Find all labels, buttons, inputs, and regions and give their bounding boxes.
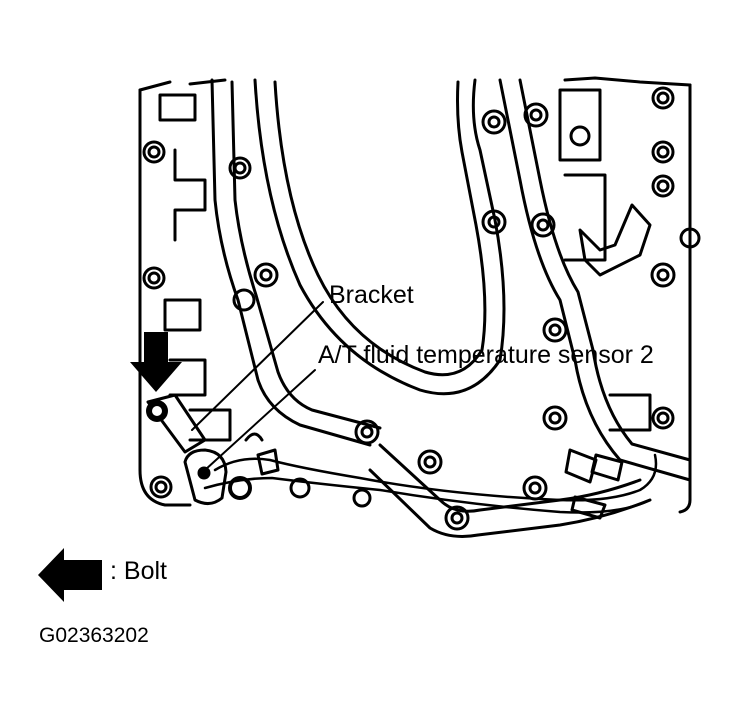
valve-bore-3: [163, 298, 202, 332]
valve-bore-1: [158, 93, 197, 122]
gasket-channel-right-outer: [498, 78, 692, 482]
gasket-channel-center-inner: [273, 80, 487, 377]
valve-bore-5: [188, 408, 232, 442]
harness-connector-right: [564, 448, 624, 484]
harness-clamp: [256, 448, 280, 476]
bracket-label: Bracket: [329, 281, 414, 309]
solenoid-bracket-right: [578, 203, 652, 277]
bolt-arrow-icon: [38, 548, 102, 602]
sensor-wire-harness: [213, 453, 658, 502]
valve-bore-8: [608, 393, 652, 432]
sensor-bracket: [146, 393, 207, 454]
housing-top-edge: [138, 76, 692, 92]
valve-bore-4: [168, 358, 207, 397]
leader-line-bracket: [191, 301, 324, 431]
housing-left-edge: [138, 88, 192, 507]
legend-bolt-label: : Bolt: [110, 557, 167, 585]
sensor-label: A/T fluid temperature sensor 2: [318, 341, 654, 369]
gasket-channel-left-inner: [230, 80, 382, 430]
temperature-sensor-2: [183, 448, 228, 505]
housing-right-edge: [678, 83, 692, 514]
leader-line-sensor: [204, 369, 316, 471]
gasket-channel-center-outer: [253, 78, 506, 396]
gasket-channel-left-outer: [210, 78, 372, 447]
figure-code: G02363202: [39, 624, 149, 647]
valve-bore-6: [558, 88, 602, 162]
valve-bore-2: [173, 148, 207, 242]
bolt-arrow-icon: [130, 332, 182, 392]
gasket-channel-lower-inner: [368, 468, 652, 538]
bolt-holes: [142, 86, 701, 531]
